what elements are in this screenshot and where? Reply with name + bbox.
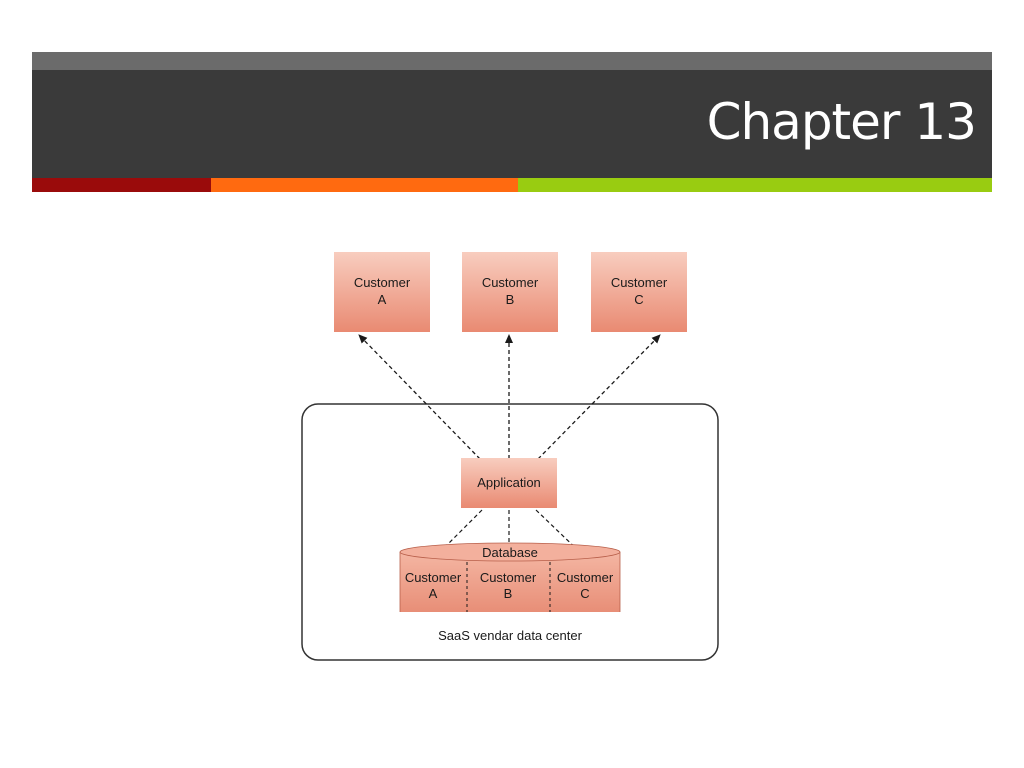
arrow-to-customer-c xyxy=(537,334,661,460)
customer-c-box: Customer C xyxy=(591,252,687,332)
slide-title: Chapter 13 xyxy=(706,93,977,151)
customer-b-box: Customer B xyxy=(462,252,558,332)
accent-stripe-red xyxy=(32,178,211,192)
customer-c-letter: C xyxy=(634,292,643,307)
arrow-to-customer-a xyxy=(358,334,481,460)
customer-a-box: Customer A xyxy=(334,252,430,332)
partition-c-label: Customer xyxy=(557,570,614,585)
customer-b-label: Customer xyxy=(482,275,539,290)
database-label: Database xyxy=(482,545,538,560)
partition-a-label: Customer xyxy=(405,570,462,585)
database-cylinder: Database Customer A Customer B Customer … xyxy=(399,542,621,612)
title-bar: Chapter 13 xyxy=(32,70,992,178)
partition-a-letter: A xyxy=(429,586,438,601)
partition-b-label: Customer xyxy=(480,570,537,585)
database-top xyxy=(399,542,621,562)
saas-architecture-diagram: Customer A Customer B Customer C Applica… xyxy=(290,240,780,670)
application-box: Application xyxy=(461,458,557,508)
accent-stripe-green xyxy=(518,178,992,192)
customer-c-label: Customer xyxy=(611,275,668,290)
data-center-label: SaaS vendar data center xyxy=(438,628,582,643)
accent-stripe-orange xyxy=(211,178,518,192)
header-top-bar xyxy=(32,52,992,70)
customer-a-label: Customer xyxy=(354,275,411,290)
partition-b-letter: B xyxy=(504,586,513,601)
customer-a-letter: A xyxy=(378,292,387,307)
application-label: Application xyxy=(477,475,541,490)
partition-c-letter: C xyxy=(580,586,589,601)
data-center-container xyxy=(301,403,719,661)
customer-b-letter: B xyxy=(506,292,515,307)
